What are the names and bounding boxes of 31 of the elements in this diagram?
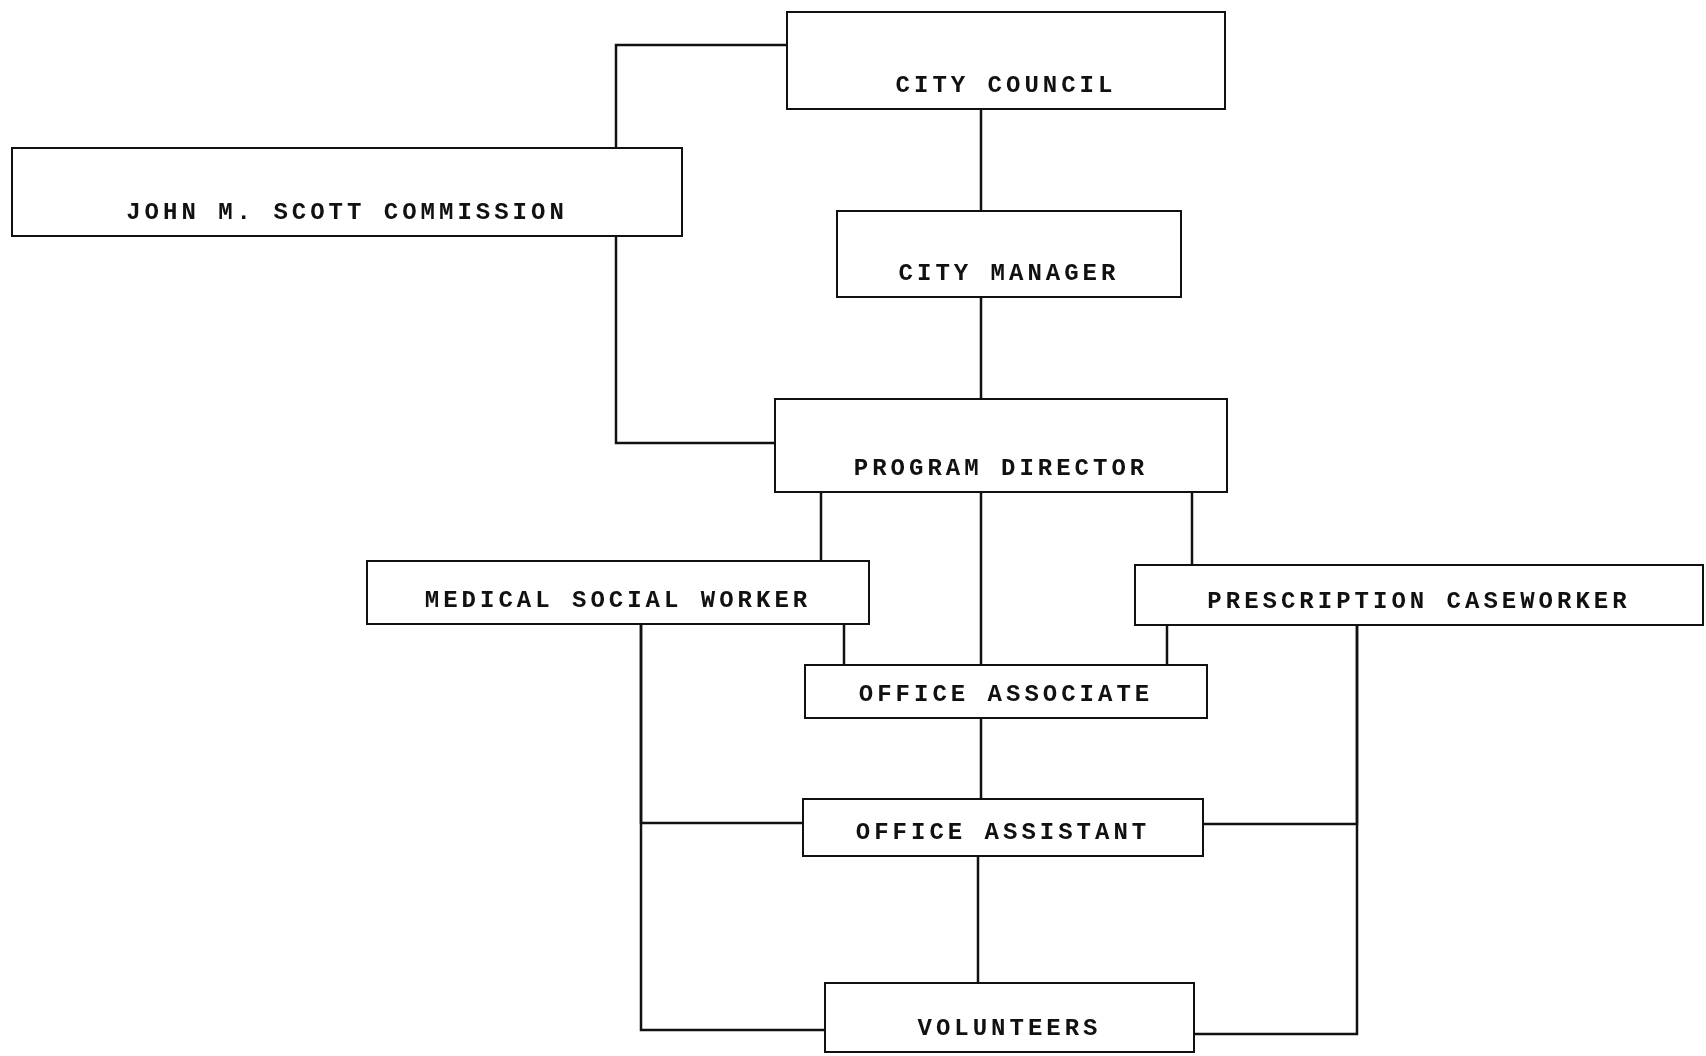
- connector-line: [842, 625, 846, 664]
- org-box: [824, 982, 1195, 1053]
- box-label: OFFICE ASSOCIATE: [858, 683, 1154, 707]
- connector-line: [819, 493, 823, 560]
- connector-line: [979, 110, 983, 210]
- box-label: CITY COUNCIL: [895, 74, 1117, 98]
- connector-line: [979, 493, 983, 664]
- box-label: PRESCRIPTION CASEWORKER: [1207, 590, 1631, 614]
- box-label: JOHN M. SCOTT COMMISSION: [126, 201, 568, 225]
- connector-line: [976, 857, 980, 982]
- connector-line: [614, 43, 786, 147]
- box-label: VOLUNTEERS: [917, 1017, 1102, 1041]
- org-box: [786, 11, 1226, 110]
- org-box: [366, 560, 870, 625]
- org-box: [1134, 564, 1704, 626]
- connector-line: [1190, 493, 1194, 564]
- connector-line: [979, 298, 983, 398]
- org-box: [804, 664, 1208, 719]
- org-box: [802, 798, 1204, 857]
- box-label: CITY MANAGER: [898, 262, 1120, 286]
- connector-line: [614, 237, 774, 445]
- connector-line: [1165, 626, 1169, 664]
- box-label: OFFICE ASSISTANT: [855, 821, 1151, 845]
- box-label: MEDICAL SOCIAL WORKER: [424, 589, 812, 613]
- connector-line: [639, 625, 824, 1032]
- connector-line: [1195, 626, 1359, 1036]
- box-label: PROGRAM DIRECTOR: [853, 457, 1149, 481]
- org-box: [11, 147, 683, 237]
- org-box: [774, 398, 1228, 493]
- org-box: [836, 210, 1182, 298]
- connector-line: [979, 719, 983, 798]
